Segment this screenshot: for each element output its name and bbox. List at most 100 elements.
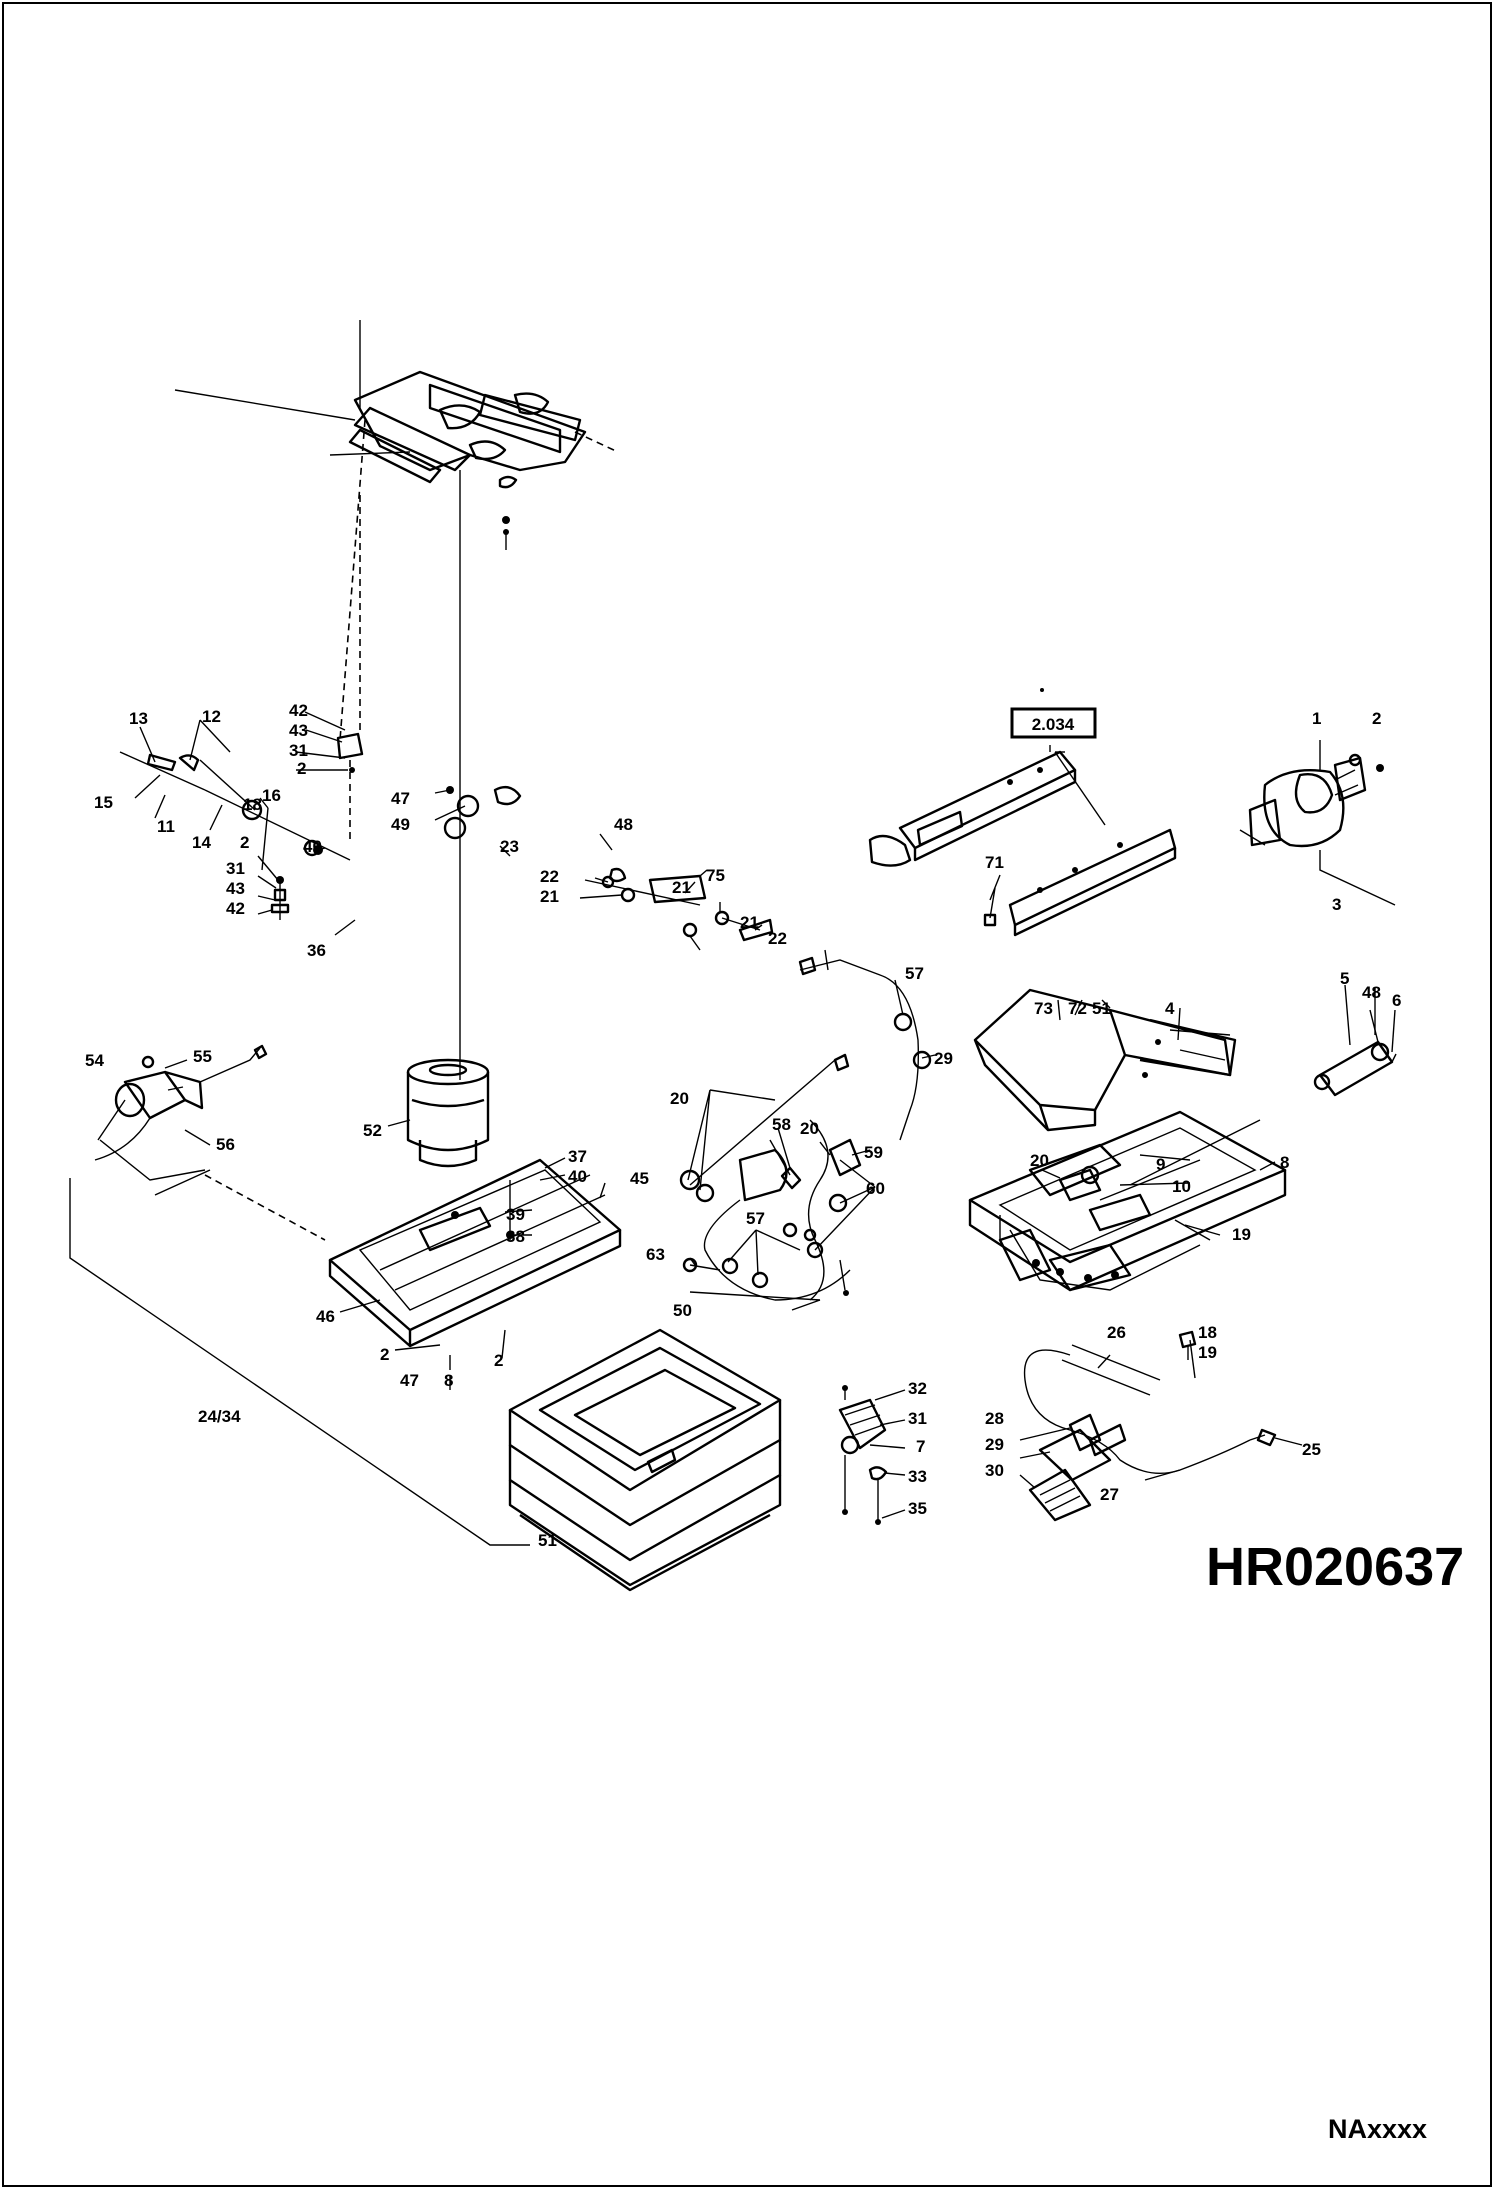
callout-8-a: 8	[444, 1371, 453, 1390]
callout-43-a: 43	[226, 879, 245, 898]
callout-48-b: 48	[1362, 983, 1381, 1002]
bracket-hardware	[313, 732, 627, 883]
callout-72: 72	[1068, 999, 1087, 1018]
callout-30: 30	[985, 1461, 1004, 1480]
callout-21-c: 21	[740, 913, 759, 932]
callout-81: 51	[1092, 999, 1111, 1018]
figure-code: HR020637	[1206, 1537, 1465, 1597]
callout-55: 55	[193, 1047, 212, 1066]
callout-33: 33	[908, 1467, 927, 1486]
callout-22-b: 22	[768, 929, 787, 948]
callout-42-a: 42	[226, 899, 245, 918]
callout-50: 50	[673, 1301, 692, 1320]
callout-63: 63	[646, 1245, 665, 1264]
callout-37: 37	[568, 1147, 587, 1166]
callout-2-a: 2	[240, 833, 249, 852]
callout-20-c: 20	[1030, 1151, 1049, 1170]
callout-27: 27	[1100, 1485, 1119, 1504]
seat-frame	[968, 1110, 1287, 1292]
callout-73: 73	[1034, 999, 1053, 1018]
callout-59: 59	[864, 1143, 883, 1162]
callout-7: 7	[916, 1437, 925, 1456]
callout-29: 29	[934, 1049, 953, 1068]
callout-4: 4	[1165, 999, 1175, 1018]
footer-code: NAxxxx	[1328, 2114, 1428, 2144]
callout-21-b: 21	[540, 887, 559, 906]
callout-1: 1	[1312, 709, 1321, 728]
callout-28: 28	[985, 1409, 1004, 1428]
callout-39: 39	[506, 1205, 525, 1224]
callout-2-d: 2	[494, 1351, 503, 1370]
foot-pedal	[1028, 1413, 1127, 1522]
callout-20-b: 20	[800, 1119, 819, 1138]
leader-bracket-24-34	[69, 1178, 530, 1546]
reference-box-label: 2.034	[1032, 715, 1075, 734]
bellows-boot	[508, 1328, 782, 1592]
callout-31-c: 31	[908, 1409, 927, 1428]
reference-box: 2.034	[1010, 688, 1097, 739]
callout-56: 56	[216, 1135, 235, 1154]
callout-14: 14	[192, 833, 211, 852]
callout-46-a: 46	[316, 1307, 335, 1326]
callout-57-a: 57	[905, 964, 924, 983]
callout-49: 49	[391, 815, 410, 834]
callout-15: 15	[94, 793, 113, 812]
callout-57-b: 57	[746, 1209, 765, 1228]
callout-38: 38	[506, 1227, 525, 1246]
slide-rails	[868, 745, 1177, 937]
callout-43-b: 43	[289, 721, 308, 740]
callout-45: 45	[630, 1169, 649, 1188]
callout-21-a: 21	[672, 878, 691, 897]
spring-assembly	[838, 1385, 888, 1525]
callout-58: 58	[772, 1115, 791, 1134]
callout-75: 75	[706, 866, 725, 885]
callout-24-34: 24/34	[198, 1407, 241, 1426]
callout-54: 54	[85, 1051, 104, 1070]
callout-19-b: 19	[1232, 1225, 1251, 1244]
callout-20-a: 20	[670, 1089, 689, 1108]
callout-2-e: 2	[1372, 709, 1381, 728]
seat-cushion-pad	[973, 988, 1237, 1132]
suspension-frame-assembly	[174, 320, 619, 1080]
callout-71: 71	[985, 853, 1004, 872]
callout-3: 3	[1332, 895, 1341, 914]
adjust-handle	[1129, 1009, 1397, 1186]
callout-40-b: 40	[568, 1167, 587, 1186]
lever-linkage	[119, 751, 351, 920]
callout-51-a: 51	[538, 1531, 557, 1550]
release-cable	[1023, 1330, 1277, 1475]
callout-19-a: 19	[1198, 1343, 1217, 1362]
callout-36: 36	[307, 941, 326, 960]
wiring-harness	[679, 949, 932, 1301]
callout-numbers: 13 12 15 11 14 18 16 2 31 43 42 42 43 31…	[85, 701, 1401, 1550]
leader-lines	[97, 711, 1396, 1519]
compressor-motor	[94, 1044, 326, 1241]
callout-26: 26	[1107, 1323, 1126, 1342]
callout-5: 5	[1340, 969, 1349, 988]
callout-31-b: 31	[289, 741, 308, 760]
callout-47-b: 47	[400, 1371, 419, 1390]
callout-23: 23	[500, 837, 519, 856]
callout-29-b: 29	[985, 1435, 1004, 1454]
callout-40-a: 40	[303, 837, 322, 856]
callout-13: 13	[129, 709, 148, 728]
callout-32: 32	[908, 1379, 927, 1398]
base-plate	[328, 1158, 622, 1348]
callout-16: 16	[262, 786, 281, 805]
callout-60: 60	[866, 1179, 885, 1198]
callout-52: 52	[363, 1121, 382, 1140]
callout-2-c: 2	[380, 1345, 389, 1364]
callout-9: 9	[1156, 1155, 1165, 1174]
callout-6: 6	[1392, 991, 1401, 1010]
callout-18-b: 18	[1198, 1323, 1217, 1342]
callout-22-a: 22	[540, 867, 559, 886]
callout-10: 10	[1172, 1177, 1191, 1196]
callout-35: 35	[908, 1499, 927, 1518]
callout-11: 11	[157, 817, 175, 836]
control-valve	[1239, 740, 1396, 906]
callout-18: 18	[243, 795, 262, 814]
callout-25: 25	[1302, 1440, 1321, 1459]
air-spring	[406, 1058, 490, 1168]
